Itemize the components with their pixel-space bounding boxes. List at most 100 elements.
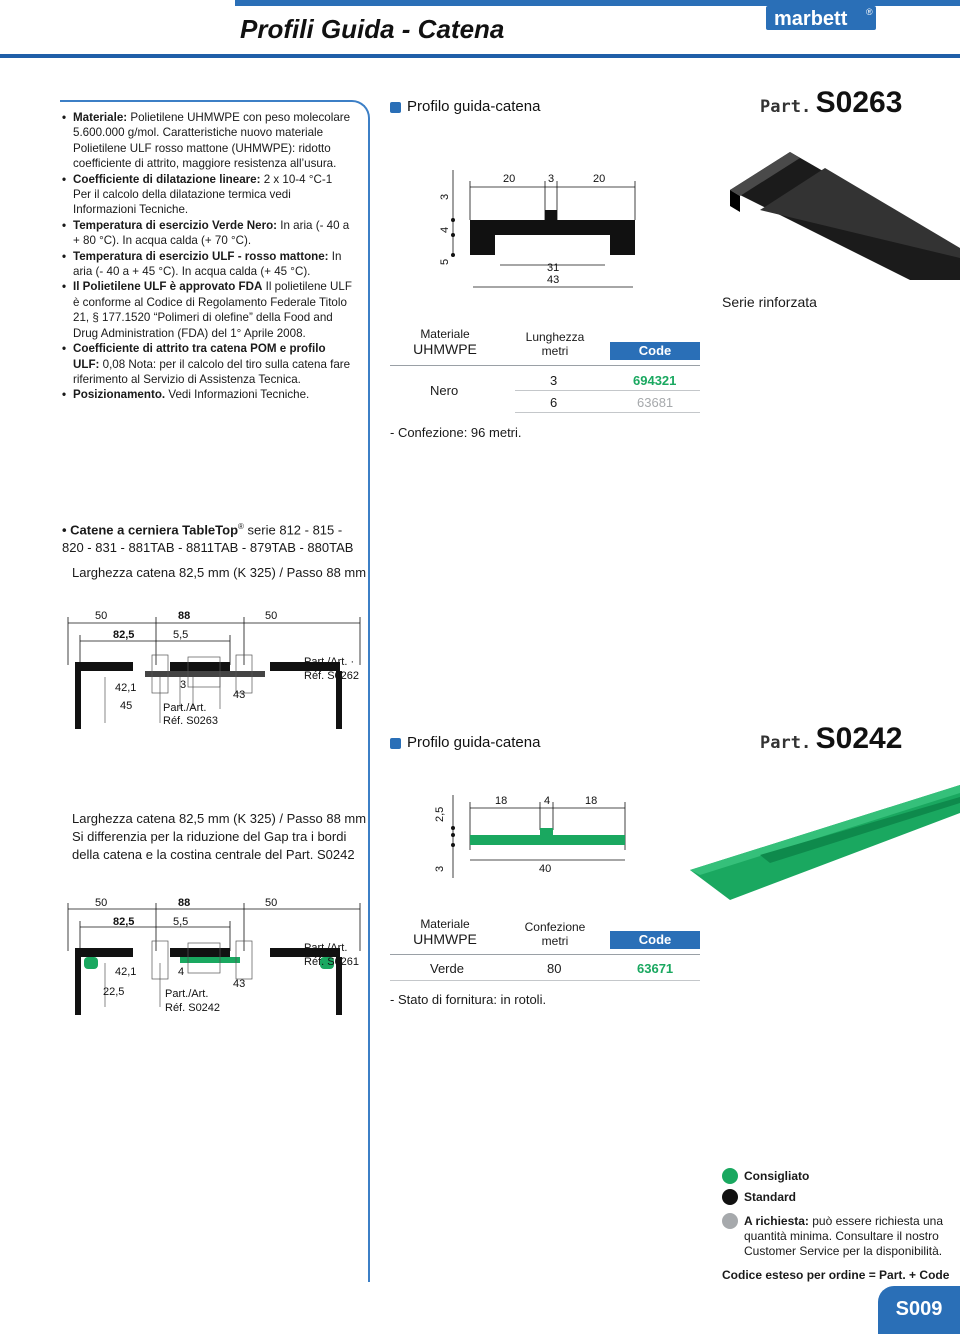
col-material-label: Materiale [420, 917, 470, 931]
part-label: Part. [760, 733, 812, 753]
profile-drawing-s0242: 18 4 18 2,5 3 40 [425, 790, 635, 880]
info-item-text: Vedi Informazioni Tecniche. [165, 388, 310, 402]
footnote-s0242: - Stato di fornitura: in rotoli. [390, 992, 547, 1007]
dim-22-5: 22,5 [103, 986, 124, 998]
chain-profile-diagram-2: 50 88 50 82,5 5,5 42,1 4 43 22,5 Part./A… [60, 895, 370, 1020]
dim-side-3: 3 [434, 866, 446, 872]
legend-on-request: A richiesta: può essere richiesta una qu… [744, 1214, 944, 1259]
info-item-text: Polietilene UHMWPE con peso molecolare 5… [73, 111, 351, 171]
info-item: Posizionamento. Vedi Informazioni Tecnic… [62, 387, 352, 403]
chain-width-2b: Si differenzia per la riduzione del Gap … [72, 829, 355, 862]
col-code: Code [610, 931, 700, 949]
info-item: Temperatura di esercizio Verde Nero: In … [62, 218, 352, 249]
page-number-tab: S009 [878, 1286, 960, 1334]
ref-part-a: Part./Art. [304, 942, 347, 954]
footnote-s0263: - Confezione: 96 metri. [390, 425, 522, 440]
dim-18-right: 18 [585, 795, 597, 807]
info-item-text: 2 x 10-4 °C-1 Per il calcolo della dilat… [73, 172, 333, 217]
on-request-label: A richiesta: [744, 1214, 809, 1228]
table-rule [390, 365, 700, 366]
part-number-s0242: Part. S0242 [760, 722, 902, 756]
info-panel-border [60, 100, 370, 1282]
length-3: 3 [550, 373, 558, 388]
chain-width-2a: Larghezza catena 82,5 mm (K 325) / Passo… [72, 811, 367, 826]
dim-40: 40 [539, 863, 551, 875]
part-code: S0242 [815, 722, 903, 755]
logo-mark: ® [866, 7, 873, 17]
col-code: Code [610, 342, 700, 360]
ref-part-b: Part./Art. [165, 988, 208, 1000]
logo-text: marbett [774, 8, 848, 30]
chain-series: serie 812 - 815 - 820 - 831 - 881TAB - 8… [62, 522, 354, 556]
ref-s0263: Réf. S0263 [163, 715, 218, 727]
info-item: Coefficiente di dilatazione lineare: 2 x… [62, 172, 352, 218]
ref-part-b: Part./Art. [163, 702, 206, 714]
section-bullet-icon [390, 737, 401, 749]
ref-s0261: Réf. S0261 [304, 956, 359, 968]
table-bottom-rule [390, 980, 700, 981]
dim-5-5: 5,5 [173, 629, 188, 641]
info-item: Coefficiente di attrito tra catena POM e… [62, 341, 352, 387]
dim-82-5: 82,5 [113, 629, 134, 641]
chain-profile-diagram-1: 50 88 50 82,5 5,5 42,1 3 43 45 Part./Art… [60, 605, 370, 735]
table-row-rule [515, 390, 700, 391]
chain-width-2: Larghezza catena 82,5 mm (K 325) / Passo… [72, 810, 372, 864]
col-material-sub: UHMWPE [413, 341, 477, 357]
col-material-sub: UHMWPE [413, 931, 477, 947]
on-request-text: può essere richiesta una quantità minima… [744, 1214, 944, 1258]
info-item-text: In aria (- 40 a + 45 °C). In acqua calda… [73, 249, 342, 279]
color-nero: Nero [430, 383, 459, 398]
info-item-label: Coefficiente di attrito tra catena POM e… [73, 342, 326, 371]
chain-width-1: Larghezza catena 82,5 mm (K 325) / Passo… [72, 565, 367, 580]
table-bottom-rule [515, 412, 700, 413]
header-rule [0, 54, 960, 58]
col-pack-sub: metri [541, 934, 569, 948]
part-label: Part. [760, 97, 812, 117]
dim-31: 31 [547, 262, 559, 274]
code-63681: 63681 [637, 395, 674, 410]
dim-20-left: 20 [503, 173, 515, 185]
order-code-note: Codice esteso per ordine = Part. + Code [722, 1268, 950, 1282]
dim-45: 45 [120, 700, 132, 712]
dim-43: 43 [233, 978, 245, 990]
dim-side-2-5: 2,5 [434, 807, 446, 822]
info-list: Materiale: Polietilene UHMWPE con peso m… [62, 110, 352, 403]
dim-82-5: 82,5 [113, 916, 134, 928]
info-item-label: Il Polietilene ULF è approvato FDA [73, 280, 263, 294]
color-verde: Verde [430, 961, 464, 976]
dim-20-right: 20 [593, 173, 605, 185]
dim-88: 88 [178, 610, 190, 622]
dim-4: 4 [544, 795, 550, 807]
page-title: Profili Guida - Catena [240, 14, 505, 44]
dim-side-4: 4 [439, 227, 451, 233]
dim-43: 43 [233, 689, 245, 701]
section-title: Profilo guida-catena [407, 98, 541, 115]
info-item-text: In aria (- 40 a + 80 °C). In acqua calda… [73, 218, 350, 248]
dim-side-3: 3 [439, 194, 451, 200]
legend-standard: Standard [744, 1190, 797, 1204]
code-694321: 694321 [633, 373, 677, 388]
dim-5-5: 5,5 [173, 916, 188, 928]
standard-dot-icon [722, 1189, 738, 1205]
dim-88: 88 [178, 897, 190, 909]
info-item-text: Il polietilene ULF è conforme al Codice … [73, 280, 352, 340]
col-pack: Confezione metri [515, 920, 595, 948]
pack-80: 80 [547, 961, 562, 976]
dim-3: 3 [548, 173, 554, 185]
col-material: Materiale UHMWPE [405, 917, 485, 947]
dim-50-right: 50 [265, 610, 277, 622]
col-material: Materiale UHMWPE [405, 327, 485, 357]
on-request-dot-icon [722, 1213, 738, 1229]
part-number-s0263: Part. S0263 [760, 86, 902, 120]
table-rule [390, 954, 700, 955]
header-accent-bar [235, 0, 960, 6]
ref-part-a: Part./Art. · [304, 656, 354, 668]
product-image-s0242 [690, 775, 960, 905]
dim-50-right: 50 [265, 897, 277, 909]
ref-s0242: Réf. S0242 [165, 1002, 220, 1014]
info-item: Temperatura di esercizio ULF - rosso mat… [62, 249, 352, 280]
info-item-label: Coefficiente di dilatazione lineare: [73, 172, 261, 186]
code-63671: 63671 [637, 961, 674, 976]
dim-3: 3 [180, 679, 186, 691]
info-item-label: Materiale: [73, 111, 128, 124]
